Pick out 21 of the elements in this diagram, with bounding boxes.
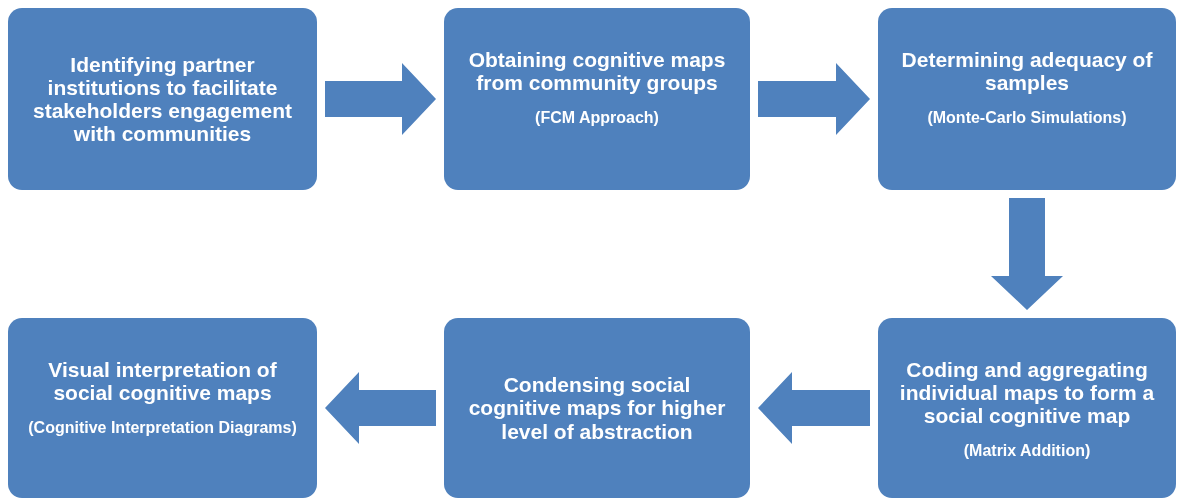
step-title: Obtaining cognitive maps from community groups bbox=[467, 48, 727, 95]
block-arrow bbox=[758, 63, 870, 135]
block-arrow bbox=[325, 63, 436, 135]
block-arrow bbox=[758, 372, 870, 444]
method-note: (FCM Approach) bbox=[535, 108, 659, 129]
process-box bbox=[878, 318, 1176, 498]
method-note: (Matrix Addition) bbox=[963, 441, 1091, 462]
process-box bbox=[878, 8, 1176, 190]
step-title: Determining adequacy of samples bbox=[900, 48, 1154, 95]
process-box bbox=[444, 318, 750, 498]
step-title: Identifying partner institutions to facilitate stakeholders engagement with communities bbox=[31, 52, 294, 146]
process-box bbox=[444, 8, 750, 190]
step-title: Condensing social cognitive maps for higher level of abstraction bbox=[467, 373, 727, 443]
block-arrow bbox=[991, 198, 1063, 310]
step-title: Coding and aggregating individual maps to form a social cognitive map bbox=[898, 358, 1156, 428]
process-box bbox=[8, 8, 317, 190]
method-note: (Monte-Carlo Simulations) bbox=[927, 108, 1127, 129]
process-box bbox=[8, 318, 317, 498]
method-note: (Cognitive Interpretation Diagrams) bbox=[28, 418, 297, 439]
step-title: Visual interpretation of social cognitive maps bbox=[47, 358, 278, 405]
block-arrow bbox=[325, 372, 436, 444]
